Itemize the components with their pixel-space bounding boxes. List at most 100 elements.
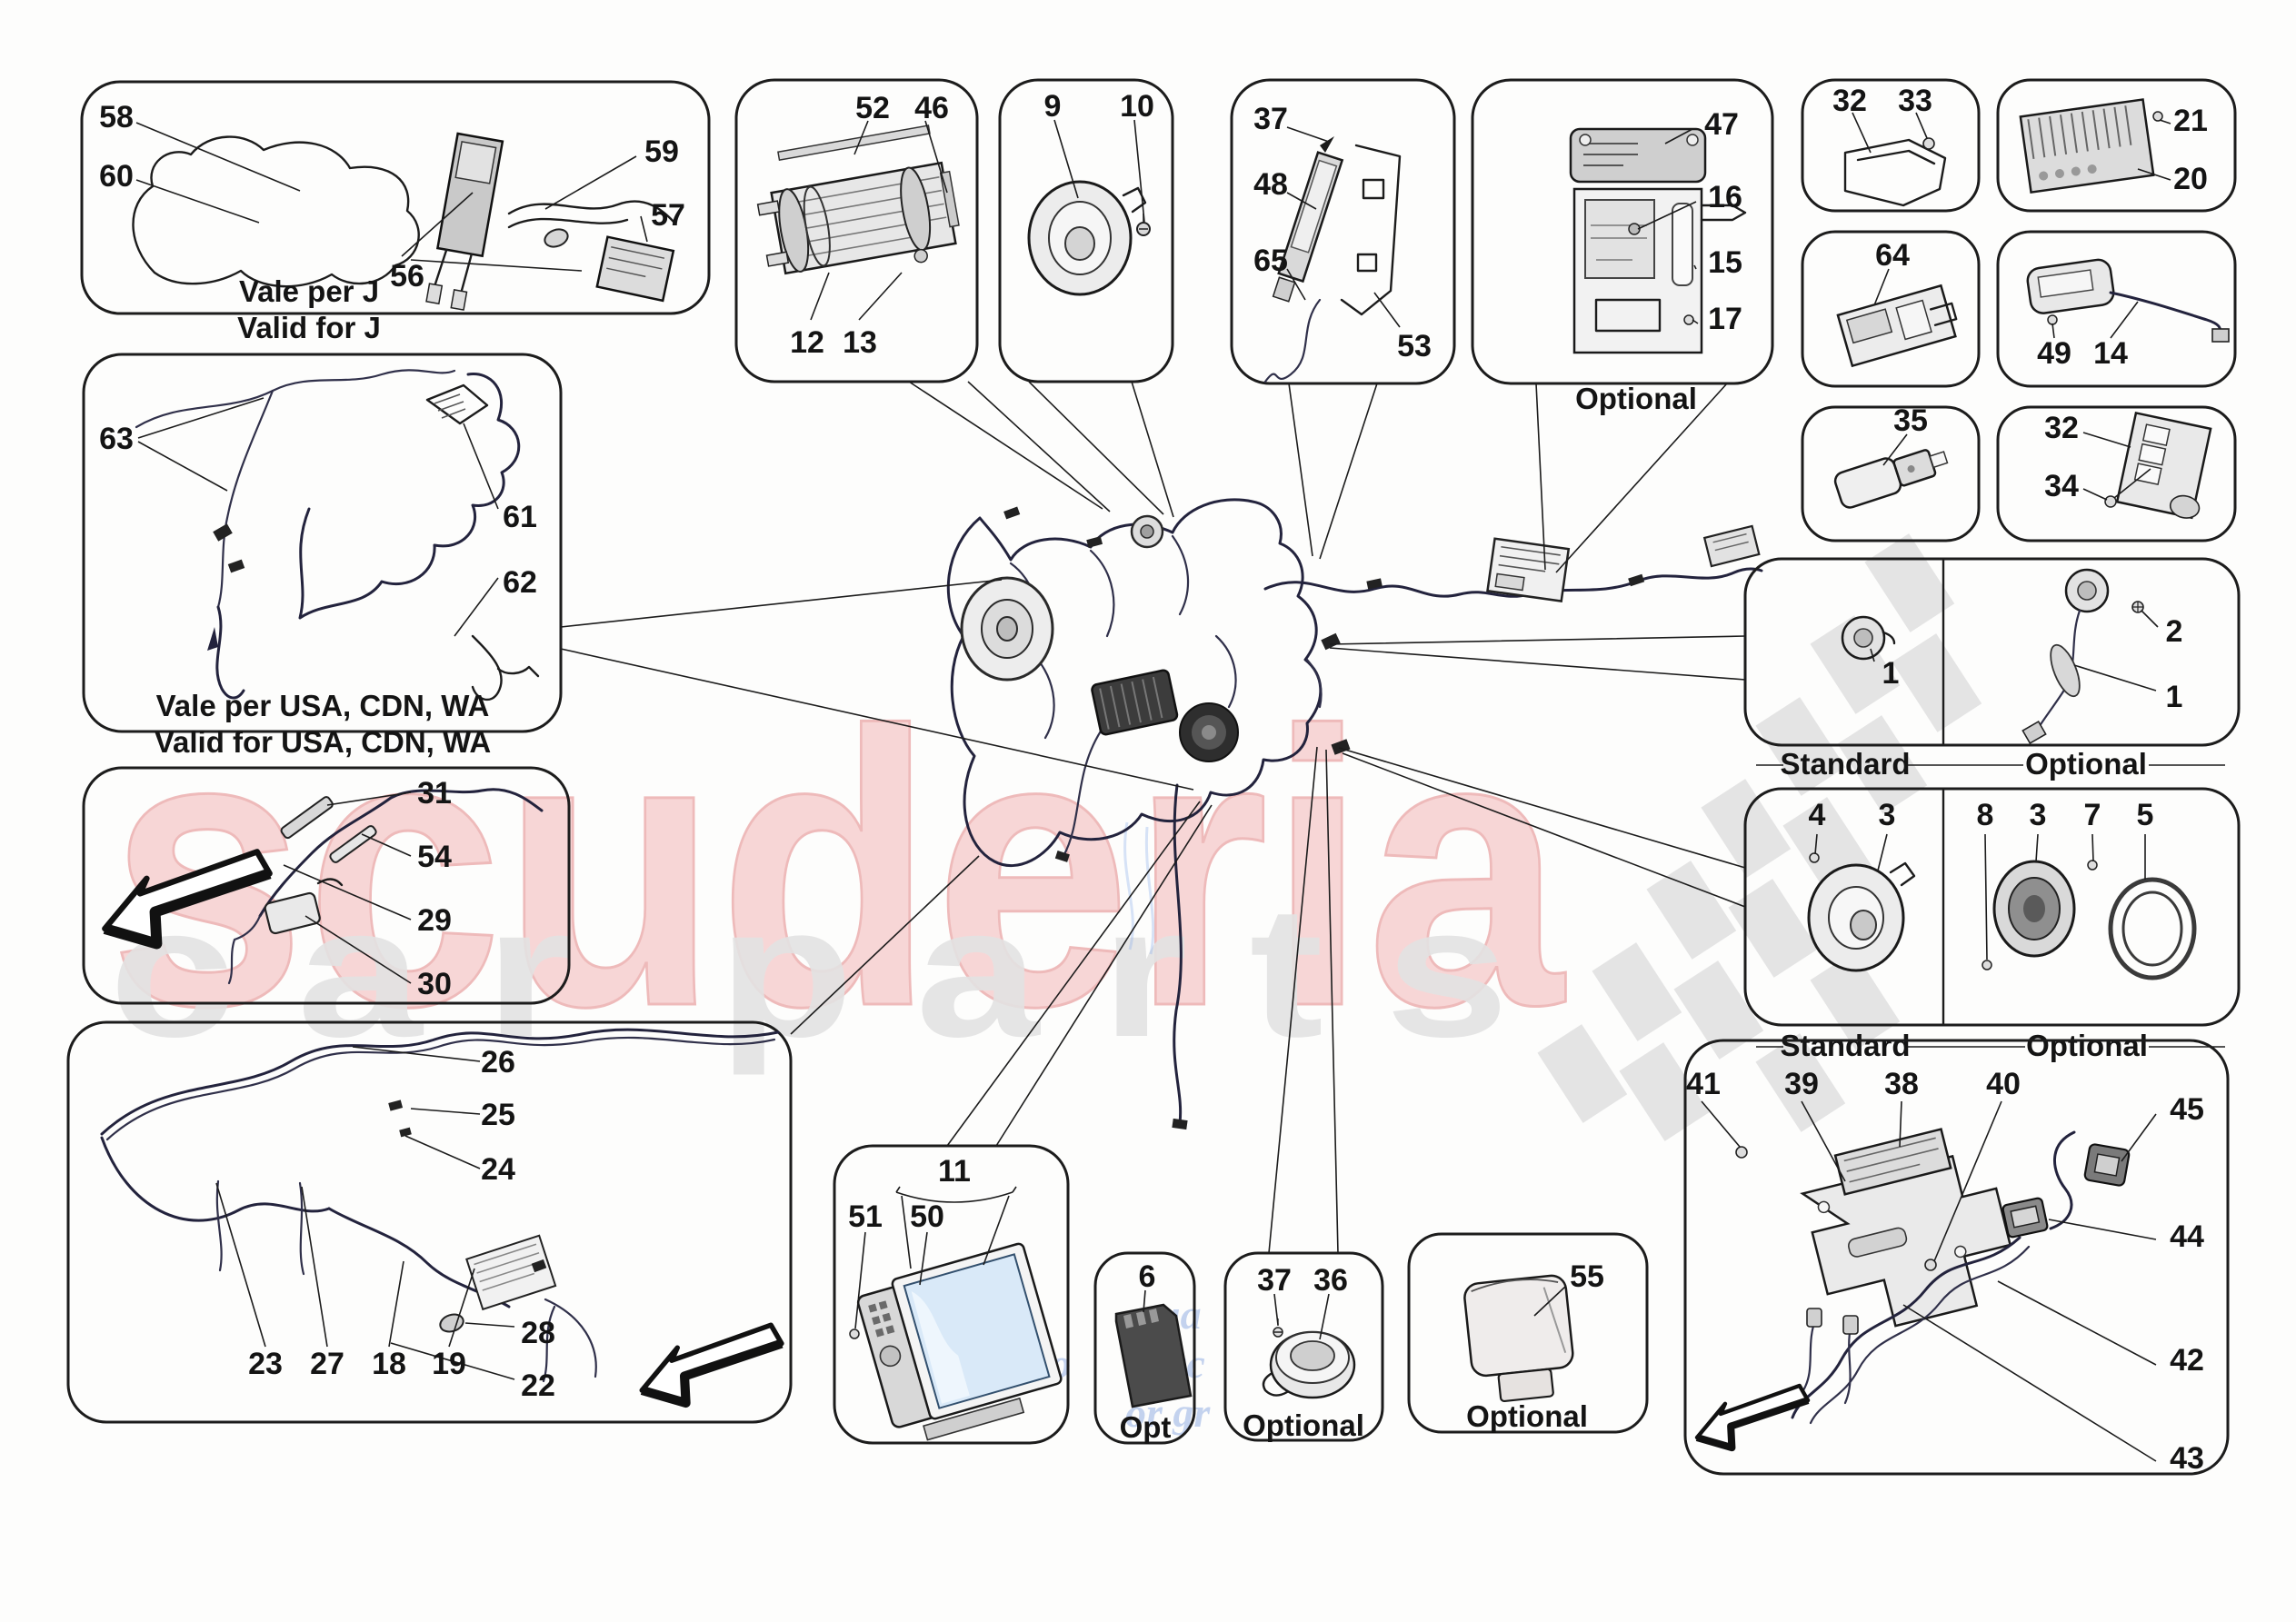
part-number-38: 38	[1884, 1067, 1919, 1101]
panel-floor-harness: 26 25 24 28 22 23 27 18 19	[66, 1020, 793, 1424]
speaker-standard-art	[1807, 852, 1916, 972]
panel-antenna-49-14: 49 14	[1996, 230, 2237, 388]
checkered-flag-watermark	[1537, 533, 1982, 1141]
watermark-brand: scuderia	[109, 652, 1565, 1088]
panel-roof-wiring: 31 54 29 30	[82, 766, 571, 1005]
main-harness-drawing	[946, 498, 1763, 1130]
panel-usb-35: 35	[1801, 403, 1981, 542]
part-number-40: 40	[1986, 1067, 2021, 1101]
part-number-26: 26	[481, 1045, 515, 1080]
part-number-20: 20	[2173, 162, 2208, 196]
part-number-41: 41	[1686, 1067, 1721, 1101]
panel-art	[135, 369, 540, 702]
panel-valid-for-j: 58 60 59 56 57 Vale per J Valid for J	[80, 80, 711, 344]
caption-standard: Standard	[1780, 1029, 1910, 1062]
part-number-30: 30	[417, 967, 452, 1001]
caption-valid-for-j: Valid for J	[237, 311, 381, 344]
part-number-1-standard: 1	[1882, 656, 1900, 691]
part-number-5: 5	[2137, 798, 2154, 832]
caption-optional: Optional	[2026, 1029, 2148, 1062]
part-number-34: 34	[2044, 469, 2079, 503]
part-number-42: 42	[2170, 1343, 2204, 1378]
panel-amplifier-21-20: 21 20	[1996, 78, 2237, 213]
panel-display-unit: 11 51 50	[833, 1144, 1070, 1445]
part-number-50: 50	[910, 1199, 944, 1234]
part-number-33: 33	[1898, 84, 1932, 118]
harness-door-speaker	[960, 576, 1054, 682]
watermark-layer: scuderia c a r p a r t s gua acc id o	[108, 533, 1982, 1436]
part-number-6: 6	[1139, 1259, 1156, 1294]
panel-rear-speakers: 4 3 8 3 7 5 Standard Optional	[1743, 787, 2241, 1062]
watermark-sub-right: p a r t s	[718, 868, 1509, 1076]
part-number-63: 63	[99, 422, 134, 456]
part-number-1-optional: 1	[2166, 680, 2183, 714]
part-number-46: 46	[914, 91, 949, 125]
panel-module-55-optional: 55 Optional	[1407, 1232, 1649, 1434]
caption-optional: Optional	[1575, 382, 1697, 415]
part-number-3-standard: 3	[1879, 798, 1896, 832]
part-number-9: 9	[1044, 89, 1062, 124]
panel-valid-for-usa-cdn-wa: 63 61 62 Vale per USA, CDN, WA Valid for…	[82, 353, 563, 759]
harness-module	[1486, 537, 1571, 602]
panel-art	[856, 1242, 1063, 1441]
part-number-31: 31	[417, 776, 452, 811]
part-number-4: 4	[1809, 798, 1826, 832]
leader-lines	[560, 381, 1746, 1254]
panel-art	[1262, 1318, 1356, 1399]
part-number-8: 8	[1977, 798, 1994, 832]
caption-standard: Standard	[1780, 747, 1910, 781]
panel-art	[132, 122, 676, 311]
part-number-12: 12	[790, 325, 824, 360]
panel-small-speaker-optional: 37 36 Optional	[1223, 1251, 1384, 1442]
part-number-54: 54	[417, 840, 452, 874]
part-number-7: 7	[2084, 798, 2101, 832]
part-number-16: 16	[1708, 180, 1742, 214]
part-number-17: 17	[1708, 302, 1742, 336]
caption-valid-for-usa: Valid for USA, CDN, WA	[155, 725, 491, 759]
harness-subwoofer	[1179, 702, 1239, 762]
part-number-55: 55	[1570, 1259, 1604, 1294]
panel-head-unit-optional: 47 16 15 17 Optional	[1471, 78, 1774, 415]
sd-card-art	[1114, 1303, 1193, 1408]
caption-optional: Optional	[1243, 1408, 1364, 1442]
part-number-64: 64	[1875, 238, 1910, 273]
part-number-18: 18	[372, 1347, 406, 1381]
part-number-59: 59	[644, 134, 679, 169]
harness-tweeter	[1130, 514, 1164, 549]
part-number-52: 52	[855, 91, 890, 125]
part-number-37b: 37	[1257, 1263, 1292, 1298]
part-number-53: 53	[1397, 329, 1432, 363]
part-number-61: 61	[503, 500, 537, 534]
part-number-60: 60	[99, 159, 134, 194]
part-number-14: 14	[2093, 336, 2128, 371]
part-number-58: 58	[99, 100, 134, 134]
panel-tuner-module: 41 39 38 40 45 44 42 43	[1683, 1039, 2230, 1476]
part-number-47: 47	[1704, 107, 1739, 142]
part-number-49: 49	[2037, 336, 2071, 371]
panel-art	[1463, 1274, 1574, 1403]
part-number-35: 35	[1893, 403, 1928, 438]
part-number-65: 65	[1253, 244, 1288, 278]
part-number-36: 36	[1313, 1263, 1348, 1298]
part-number-32: 32	[1832, 84, 1867, 118]
panel-sd-card: 6 Opt	[1093, 1251, 1196, 1445]
part-number-13: 13	[843, 325, 877, 360]
part-number-62: 62	[503, 565, 537, 600]
caption-optional: Optional	[1466, 1399, 1588, 1433]
panel-module-64: 64	[1801, 230, 1981, 388]
part-number-11: 11	[938, 1154, 971, 1189]
part-number-37: 37	[1253, 102, 1288, 136]
part-number-32b: 32	[2044, 411, 2079, 445]
panel-speaker-screw: 9 10	[998, 78, 1174, 383]
part-number-23: 23	[248, 1347, 283, 1381]
part-number-48: 48	[1253, 167, 1288, 202]
panel-art	[1735, 1128, 2131, 1425]
panel-art	[1569, 127, 1747, 354]
mic-optional-art	[2021, 568, 2144, 745]
direction-arrow	[639, 1322, 784, 1408]
speaker-optional-art	[1982, 860, 2197, 980]
part-number-2: 2	[2166, 614, 2183, 649]
harness-amplifier	[1091, 669, 1179, 736]
panel-art	[100, 1028, 780, 1383]
